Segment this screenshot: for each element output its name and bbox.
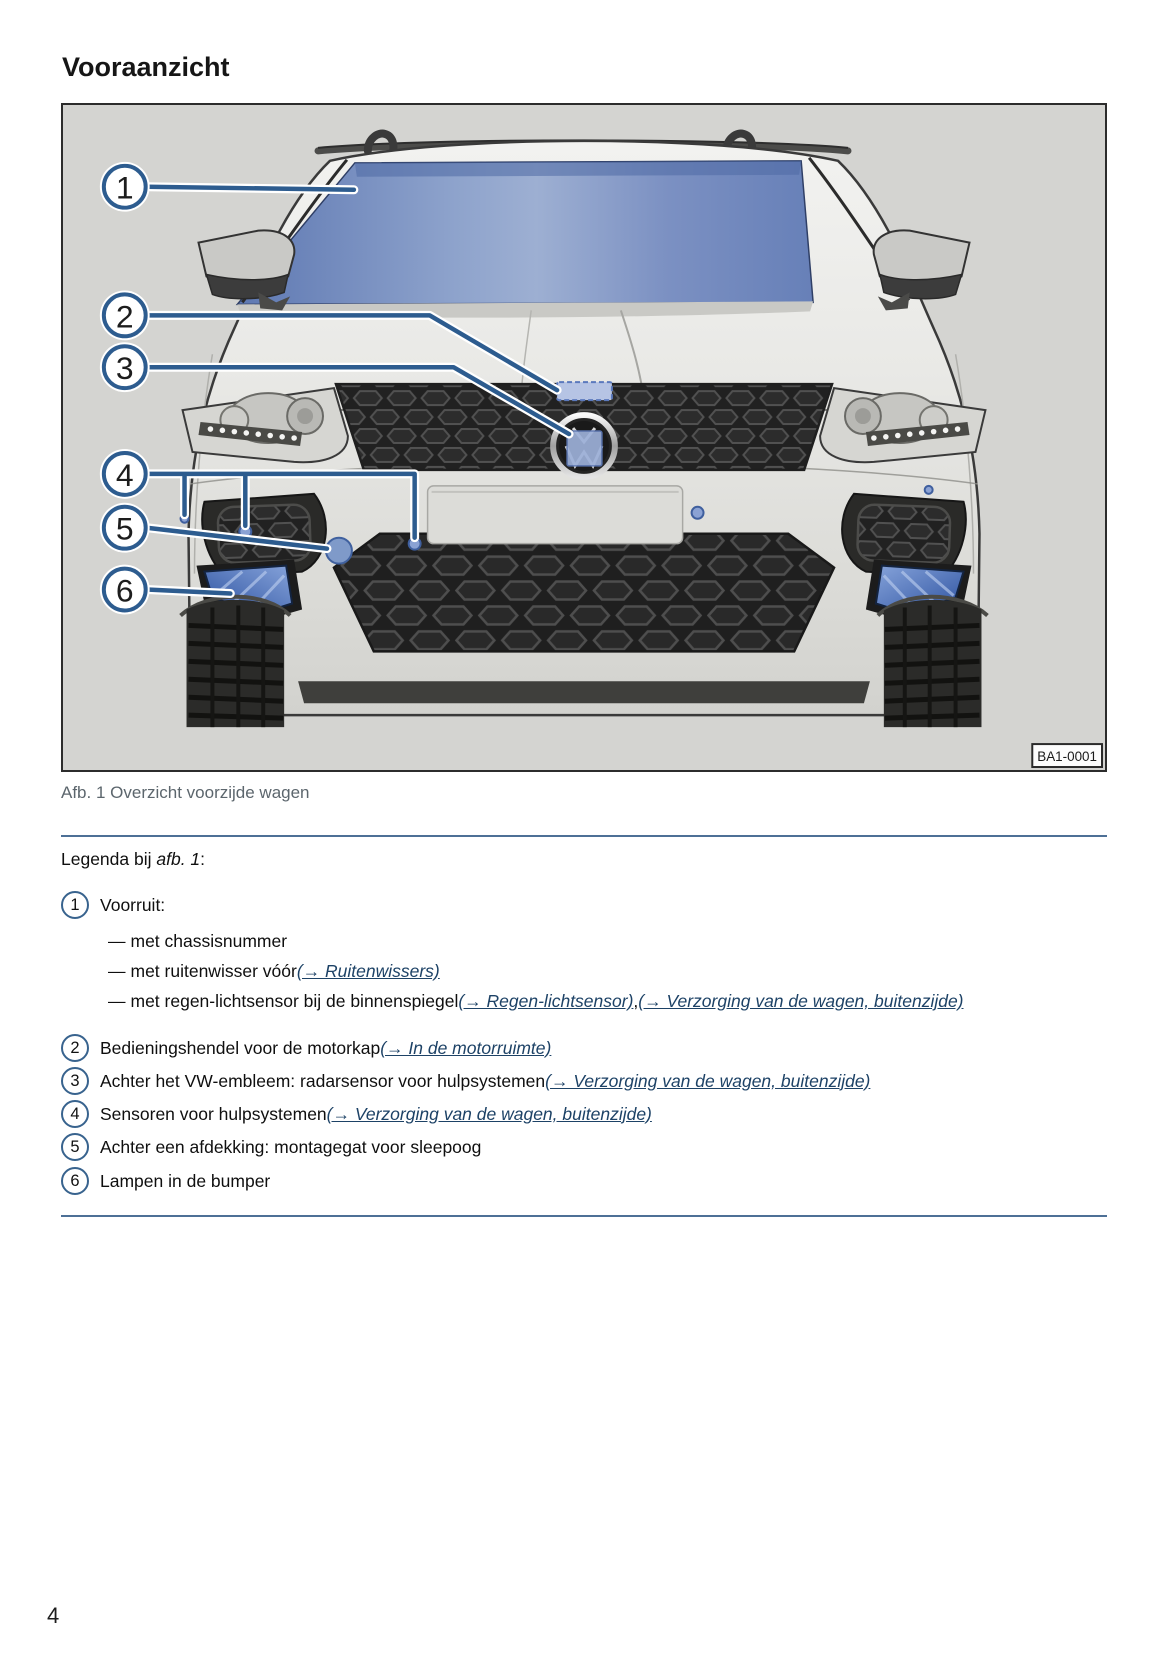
radar-sensor-overlay — [566, 430, 603, 467]
legend-subitem-3: — met regen-lichtsensor bij de binnenspi… — [108, 991, 964, 1012]
callout-lines — [142, 182, 574, 599]
legend-subitem-2: — met ruitenwisser vóór (→ Ruitenwissers… — [108, 961, 440, 982]
legend-item-4-text: Sensoren voor hulpsystemen — [100, 1103, 327, 1124]
legend-heading-text: Legenda bij — [61, 849, 157, 869]
callout-2-marker: 2 — [99, 290, 150, 341]
headlight-left — [181, 387, 349, 464]
svg-text:4: 4 — [116, 457, 134, 493]
led-strip-icon — [207, 426, 297, 441]
divider-top — [61, 835, 1107, 837]
lower-grille — [332, 532, 836, 653]
figure-code-box: BA1-0001 — [1031, 743, 1104, 769]
legend-item-1: 1 Voorruit: — [61, 891, 165, 919]
page-number: 4 — [47, 1603, 60, 1628]
cross-reference-link[interactable]: (→ In de motorruimte) — [380, 1037, 552, 1058]
roof-hook-left-icon — [363, 129, 398, 157]
car-front-illustration: 1 2 3 4 5 — [63, 105, 1105, 770]
svg-text:3: 3 — [116, 350, 134, 386]
cross-reference-link[interactable]: (→ Verzorging van de wagen, buitenzijde) — [326, 1103, 652, 1124]
svg-text:BA1-0001: BA1-0001 — [1037, 749, 1097, 764]
callout-6-marker: 6 — [99, 564, 150, 615]
legend-item-5: 5 Achter een afdekking: montagegat voor … — [61, 1133, 481, 1161]
windshield — [235, 160, 814, 318]
cross-reference-link[interactable]: (→ Verzorging van de wagen, buitenzijde) — [638, 991, 964, 1011]
separator: , — [633, 991, 639, 1011]
legend-heading-colon: : — [200, 849, 206, 869]
callout-4-marker: 4 — [99, 448, 150, 499]
legend-item-2: 2 Bedieningshendel voor de motorkap (→ I… — [61, 1034, 551, 1062]
dash-icon: — — [108, 961, 126, 981]
vehicle-front-figure: 1 2 3 4 5 — [61, 103, 1107, 772]
tire-right — [884, 600, 982, 727]
legend-item-5-text: Achter een afdekking: montagegat voor sl… — [100, 1136, 482, 1157]
legend-item-6-text: Lampen in de bumper — [100, 1170, 271, 1191]
dash-icon: — — [108, 991, 126, 1011]
legend-item-4: 4 Sensoren voor hulpsystemen (→ Verzorgi… — [61, 1100, 652, 1128]
cross-reference-link[interactable]: (→ Verzorging van de wagen, buitenzijde) — [545, 1070, 871, 1091]
legend-heading-figure-ref: afb. 1 — [156, 849, 201, 869]
hood-release-marker — [556, 381, 613, 402]
legend-item-3-text: Achter het VW-embleem: radarsensor voor … — [100, 1070, 546, 1091]
callout-5-marker: 5 — [99, 502, 150, 553]
legend-subitem-3-text: met regen-lichtsensor bij de binnenspieg… — [130, 991, 459, 1011]
legend-subitem-1-text: met chassisnummer — [130, 931, 288, 951]
legend-item-6-number: 6 — [61, 1167, 89, 1195]
legend-item-2-text: Bedieningshendel voor de motorkap — [100, 1037, 381, 1058]
cross-reference-link[interactable]: (→ Ruitenwissers) — [296, 961, 440, 981]
legend-subitem-2-text: met ruitenwisser vóór — [130, 961, 297, 981]
side-mirror-left — [197, 229, 296, 311]
legend-item-1-number: 1 — [61, 891, 89, 919]
legend-item-4-number: 4 — [61, 1100, 89, 1128]
divider-bottom — [61, 1215, 1107, 1217]
callout-3-marker: 3 — [99, 342, 150, 393]
figure-caption: Afb. 1 Overzicht voorzijde wagen — [61, 783, 310, 802]
callout-1-marker: 1 — [99, 161, 150, 212]
legend-subitem-1: — met chassisnummer — [108, 931, 287, 952]
svg-text:1: 1 — [116, 170, 134, 206]
svg-text:6: 6 — [116, 573, 134, 609]
license-plate — [426, 485, 684, 545]
cross-reference-link[interactable]: (→ Regen-lichtsensor) — [458, 991, 634, 1011]
legend-item-3-number: 3 — [61, 1067, 89, 1095]
legend-heading: Legenda bij afb. 1: — [61, 849, 205, 870]
legend-item-6: 6 Lampen in de bumper — [61, 1167, 270, 1195]
roof-hook-right-icon — [722, 129, 757, 157]
tire-left — [186, 599, 285, 728]
legend-item-2-number: 2 — [61, 1034, 89, 1062]
dash-icon: — — [108, 931, 126, 951]
legend-item-1-text: Voorruit: — [100, 894, 166, 915]
legend-item-3: 3 Achter het VW-embleem: radarsensor voo… — [61, 1067, 870, 1095]
svg-text:5: 5 — [116, 511, 134, 547]
page-title: Vooraanzicht — [62, 52, 230, 82]
callout-markers: 1 2 3 4 5 — [99, 161, 150, 615]
bumper-lip — [298, 681, 870, 704]
svg-text:2: 2 — [116, 298, 134, 334]
legend-item-5-number: 5 — [61, 1133, 89, 1161]
